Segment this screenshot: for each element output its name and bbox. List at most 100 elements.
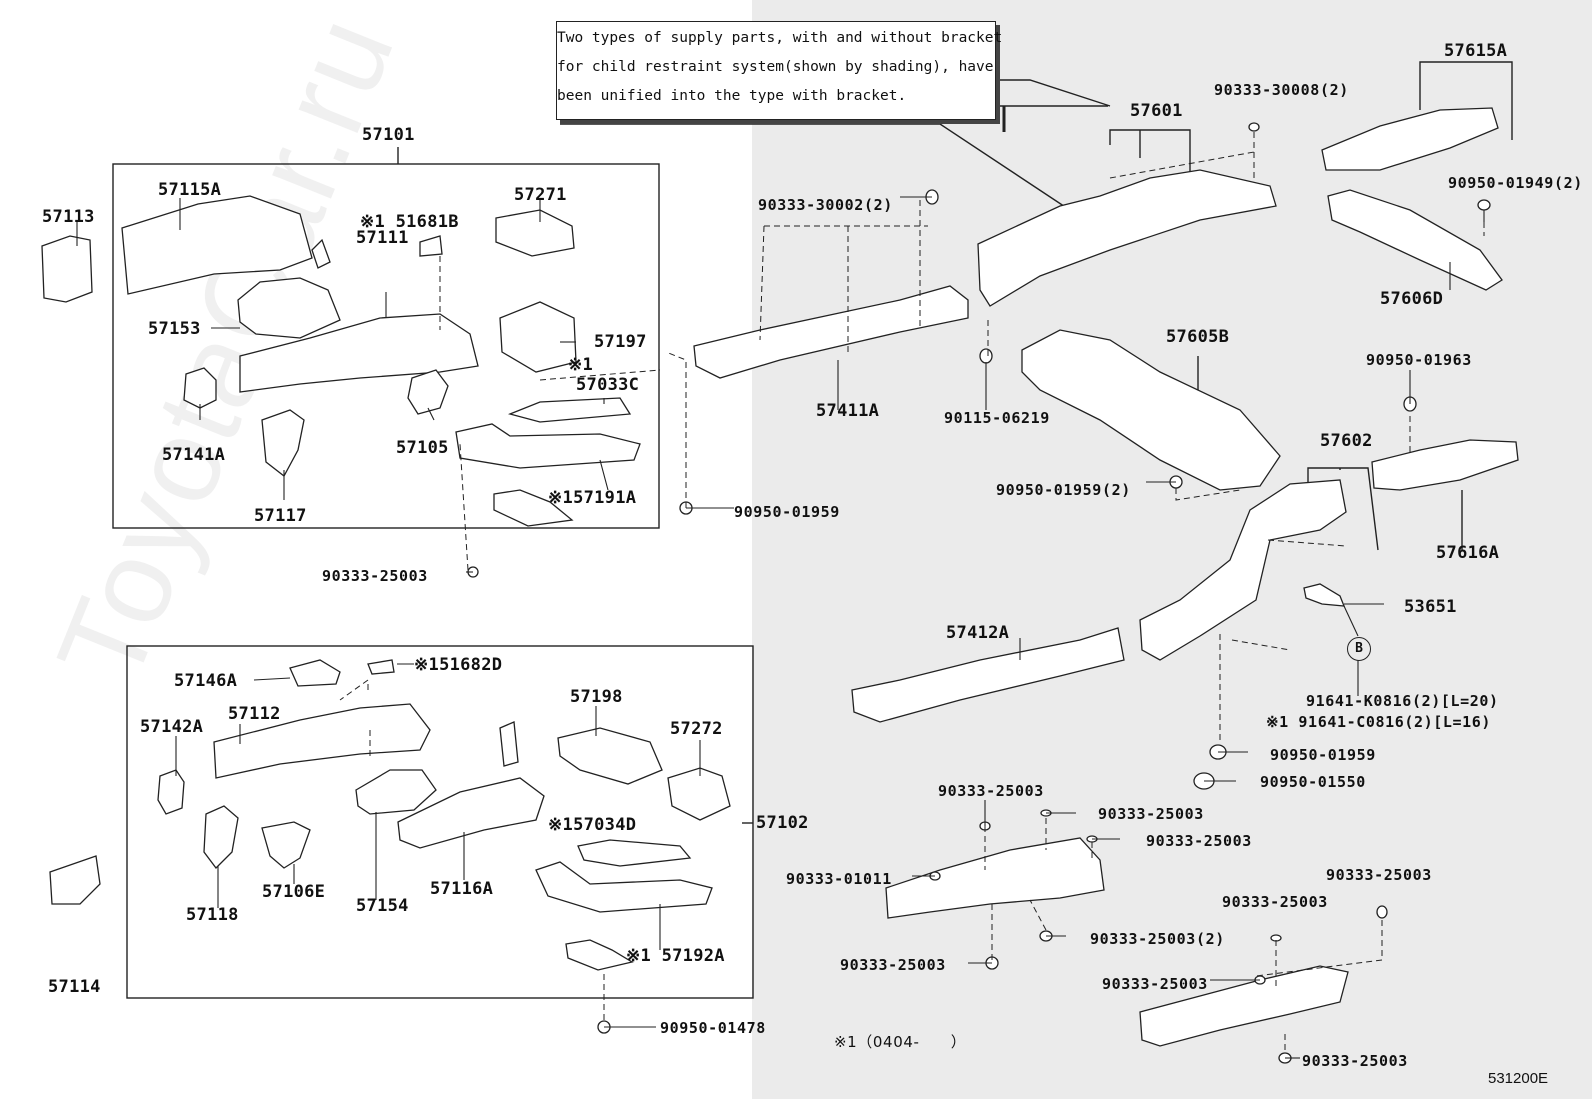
label-90950-01550[interactable]: 90950-01550	[1260, 773, 1366, 791]
part-57111	[239, 313, 479, 393]
part-57118	[203, 805, 239, 869]
note-line-2: for child restraint system(shown by shad…	[557, 59, 994, 75]
part-57602	[1139, 479, 1347, 661]
part-57116A	[397, 777, 545, 849]
label-90333-25003-f[interactable]: 90333-25003	[840, 956, 946, 974]
label-57116A[interactable]: 57116A	[430, 879, 494, 899]
label-57272[interactable]: 57272	[670, 719, 723, 739]
label-90333-25003-a[interactable]: 90333-25003	[322, 567, 428, 585]
label-57616A[interactable]: 57616A	[1436, 543, 1500, 563]
note-pointer	[996, 79, 1111, 107]
label-57115A[interactable]: 57115A	[158, 180, 222, 200]
label-90333-01011[interactable]: 90333-01011	[786, 870, 892, 888]
part-57271	[495, 209, 575, 257]
label-57198[interactable]: 57198	[570, 687, 623, 707]
label-90950-01959-a[interactable]: 90950-01959	[734, 503, 840, 521]
label-90333-25003-2[interactable]: 90333-25003(2)	[1090, 930, 1225, 948]
label-57113[interactable]: 57113	[42, 207, 95, 227]
note-line-3: been unified into the type with bracket.	[557, 88, 907, 104]
part-57616A	[1371, 439, 1519, 491]
part-57606D	[1327, 189, 1503, 291]
label-91641-K0816[interactable]: 91641-K0816(2)[L=20)	[1306, 692, 1499, 710]
label-90333-30002[interactable]: 90333-30002(2)	[758, 196, 893, 214]
date-range-note: ※1（0404- ）	[834, 1033, 967, 1051]
part-57412A	[851, 627, 1125, 723]
part-57198	[557, 727, 663, 785]
part-57272	[667, 767, 731, 821]
label-90950-01959-c[interactable]: 90950-01959	[1270, 746, 1376, 764]
part-57141A	[183, 367, 217, 409]
label-90333-25003-g[interactable]: 90333-25003	[1326, 866, 1432, 884]
label-57153[interactable]: 57153	[148, 319, 201, 339]
part-57615A	[1321, 107, 1499, 171]
label-90115-06219[interactable]: 90115-06219	[944, 409, 1050, 427]
label-57105[interactable]: 57105	[396, 438, 449, 458]
label-57033C[interactable]: 57033C	[576, 375, 640, 395]
label-57602[interactable]: 57602	[1320, 431, 1373, 451]
label-57146A[interactable]: 57146A	[174, 671, 238, 691]
label-57191A[interactable]: ※157191A	[548, 488, 637, 508]
label-90950-01963[interactable]: 90950-01963	[1366, 351, 1472, 369]
label-57118[interactable]: 57118	[186, 905, 239, 925]
reference-b-circle: B	[1347, 637, 1371, 661]
note-box: Two types of supply parts, with and with…	[556, 21, 1002, 120]
label-57114[interactable]: 57114	[48, 977, 101, 997]
label-57034D[interactable]: ※157034D	[548, 815, 637, 835]
label-57101[interactable]: 57101	[362, 125, 415, 145]
part-57605B	[1021, 329, 1281, 491]
part-57411A	[693, 285, 969, 379]
part-53651	[1303, 583, 1345, 607]
part-57154	[355, 769, 437, 815]
part-57192A	[535, 861, 713, 913]
label-90950-01959-b[interactable]: 90950-01959(2)	[996, 481, 1131, 499]
part-57197	[499, 301, 577, 373]
label-90333-25003-j[interactable]: 90333-25003	[1302, 1052, 1408, 1070]
label-90333-25003-i[interactable]: 90333-25003	[1102, 975, 1208, 993]
label-57033C-mark: ※1	[568, 355, 594, 375]
part-57146A	[289, 659, 341, 687]
label-57601[interactable]: 57601	[1130, 101, 1183, 121]
part-57191A	[455, 423, 641, 469]
label-90333-25003-h[interactable]: 90333-25003	[1222, 893, 1328, 911]
part-51681B	[419, 235, 443, 257]
part-57114	[49, 855, 101, 905]
label-90333-30008[interactable]: 90333-30008(2)	[1214, 81, 1349, 99]
label-90333-25003-c[interactable]: 90333-25003	[1098, 805, 1204, 823]
label-57141A[interactable]: 57141A	[162, 445, 226, 465]
label-90333-25003-b[interactable]: 90333-25003	[938, 782, 1044, 800]
label-57192A[interactable]: ※1 57192A	[626, 946, 725, 966]
part-57115A	[121, 195, 313, 295]
part-57142A	[157, 769, 185, 815]
diagram-code: 531200E	[1488, 1070, 1549, 1087]
part-57106E	[261, 821, 311, 869]
label-57197[interactable]: 57197	[594, 332, 647, 352]
part-57113	[41, 235, 93, 303]
label-51681B[interactable]: ※1 51681B	[360, 212, 459, 232]
label-90333-25003-d[interactable]: 90333-25003	[1146, 832, 1252, 850]
label-53651[interactable]: 53651	[1404, 597, 1457, 617]
group-box-57101	[112, 163, 660, 529]
label-90950-01478[interactable]: 90950-01478	[660, 1019, 766, 1037]
label-91641-C0816[interactable]: ※1 91641-C0816(2)[L=16)	[1266, 713, 1492, 731]
label-90950-01949[interactable]: 90950-01949(2)	[1448, 174, 1583, 192]
label-57412A[interactable]: 57412A	[946, 623, 1010, 643]
part-lower-assembly-1	[885, 837, 1105, 919]
label-51682D[interactable]: ※151682D	[414, 655, 503, 675]
part-57034D	[577, 839, 692, 867]
label-57154[interactable]: 57154	[356, 896, 409, 916]
label-57106E[interactable]: 57106E	[262, 882, 326, 902]
label-57142A[interactable]: 57142A	[140, 717, 204, 737]
part-57112	[213, 703, 431, 779]
label-57606D[interactable]: 57606D	[1380, 289, 1444, 309]
label-57117[interactable]: 57117	[254, 506, 307, 526]
label-57411A[interactable]: 57411A	[816, 401, 880, 421]
label-57605B[interactable]: 57605B	[1166, 327, 1230, 347]
label-57111[interactable]: 57111	[356, 228, 409, 248]
part-lower-assembly-2	[1139, 965, 1349, 1047]
part-57105	[407, 369, 449, 415]
label-57112[interactable]: 57112	[228, 704, 281, 724]
label-57615A[interactable]: 57615A	[1444, 41, 1508, 61]
label-57102[interactable]: 57102	[756, 813, 809, 833]
label-57271[interactable]: 57271	[514, 185, 567, 205]
